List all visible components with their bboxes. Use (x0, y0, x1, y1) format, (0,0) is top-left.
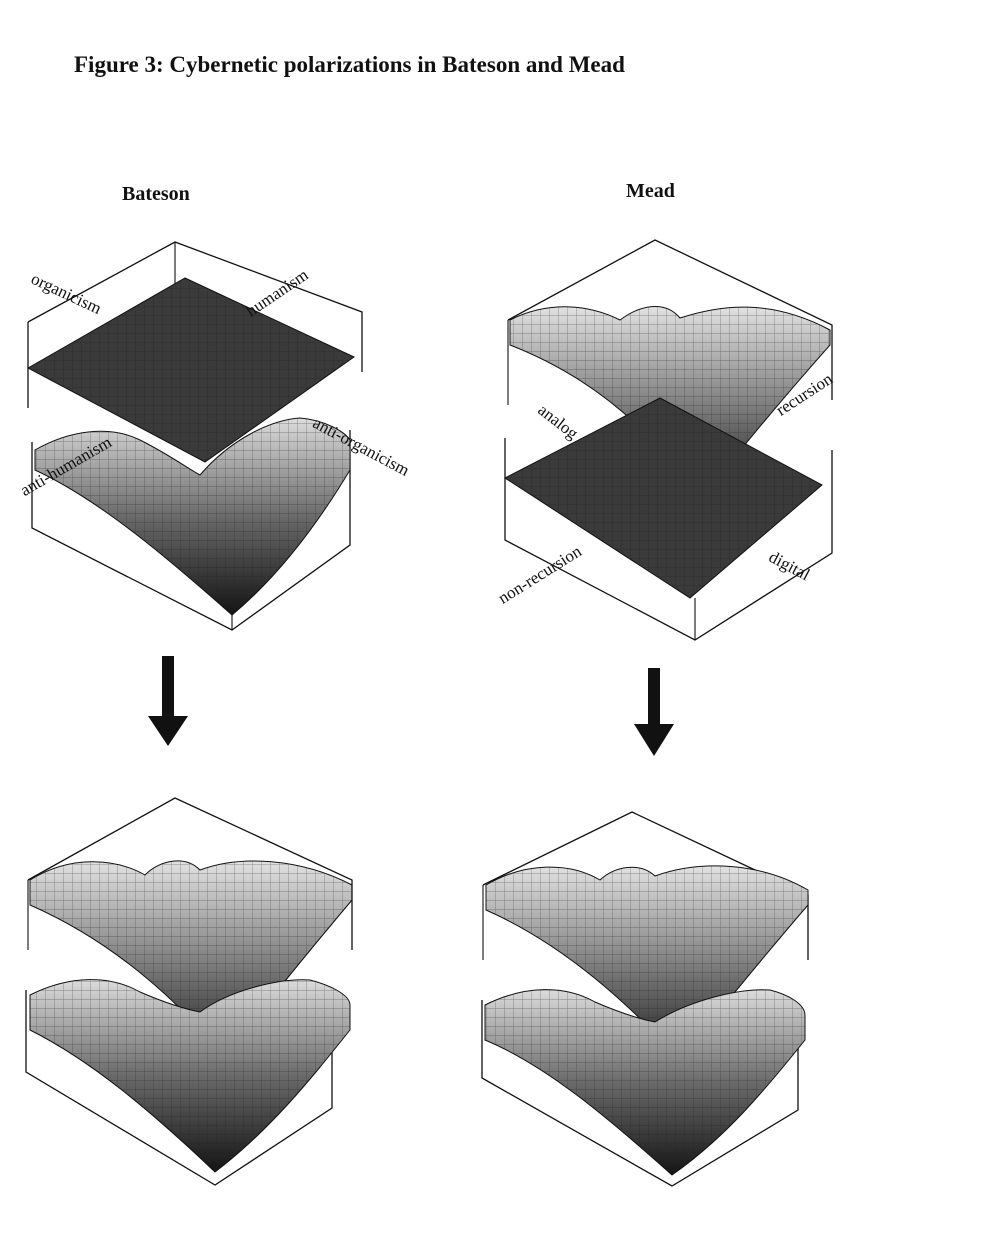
bateson-heading: Bateson (122, 183, 190, 205)
mead-upper-plot (504, 239, 833, 641)
mead-heading: Mead (626, 180, 675, 202)
bateson-upper-plot (26, 241, 363, 631)
mead-lower-plot (481, 811, 809, 1187)
mead-down-arrow (634, 668, 674, 756)
bateson-down-arrow (148, 656, 188, 746)
figure-title: Figure 3: Cybernetic polarizations in Ba… (74, 52, 625, 77)
bateson-lower-plot (25, 797, 353, 1186)
